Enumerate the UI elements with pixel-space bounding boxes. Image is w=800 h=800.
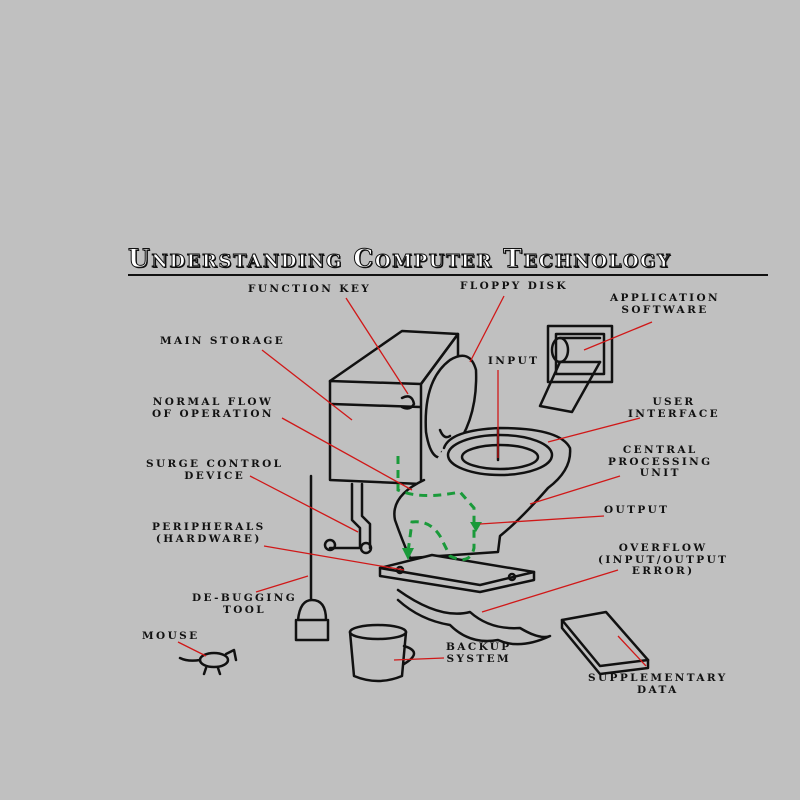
pipes-drawing: [323, 482, 373, 555]
leader-supplementary-data: [617, 635, 647, 667]
label-main-storage: Main Storage: [160, 335, 286, 347]
plunger-drawing: [294, 474, 330, 642]
label-surge-control-device: Surge Control Device: [146, 458, 284, 482]
leader-debugging-tool: [255, 575, 309, 593]
label-peripherals: Peripherals (Hardware): [152, 521, 266, 545]
mouse-drawing: [178, 648, 238, 676]
leader-main-storage: [261, 349, 353, 421]
leader-overflow: [481, 569, 619, 613]
leader-application-software: [583, 321, 653, 351]
flow-arrowhead-1: [402, 548, 414, 560]
label-output: Output: [604, 504, 670, 516]
leader-floppy-disk: [469, 295, 505, 363]
diagram-title: Understanding Computer Technology: [128, 244, 672, 274]
leader-cpu: [529, 475, 621, 505]
label-application-software: Application Software: [610, 292, 721, 316]
paper-holder-drawing: [538, 324, 614, 414]
label-overflow: Overflow (Input/Output Error): [598, 542, 729, 577]
title-underline: [128, 274, 768, 276]
label-function-key: Function Key: [248, 283, 372, 295]
leader-function-key: [345, 297, 409, 395]
puddle-drawing: [396, 588, 552, 646]
label-central-processing-unit: Central Processing Unit: [608, 444, 713, 479]
bowl-drawing: [393, 426, 572, 560]
label-input: Input: [488, 355, 540, 367]
leader-mouse: [177, 641, 207, 657]
label-floppy-disk: Floppy Disk: [460, 280, 569, 292]
label-normal-flow: Normal Flow of Operation: [152, 396, 274, 420]
leader-normal-flow: [281, 417, 413, 491]
label-mouse: Mouse: [142, 630, 200, 642]
label-supplementary-data: Supplementary Data: [588, 672, 728, 696]
base-drawing: [378, 553, 536, 594]
flow-arrow-path: [396, 456, 476, 562]
label-debugging-tool: De-Bugging Tool: [192, 592, 298, 616]
bucket-drawing: [348, 623, 416, 683]
leader-peripherals: [263, 545, 405, 571]
label-user-interface: User Interface: [628, 396, 720, 420]
book-drawing: [560, 610, 650, 676]
leader-user-interface: [547, 417, 641, 443]
leader-surge-control: [249, 475, 359, 533]
leader-backup-system: [393, 657, 445, 661]
flow-arrowhead-2: [470, 522, 482, 532]
label-backup-system: Backup System: [446, 641, 512, 665]
leader-output: [479, 515, 605, 525]
